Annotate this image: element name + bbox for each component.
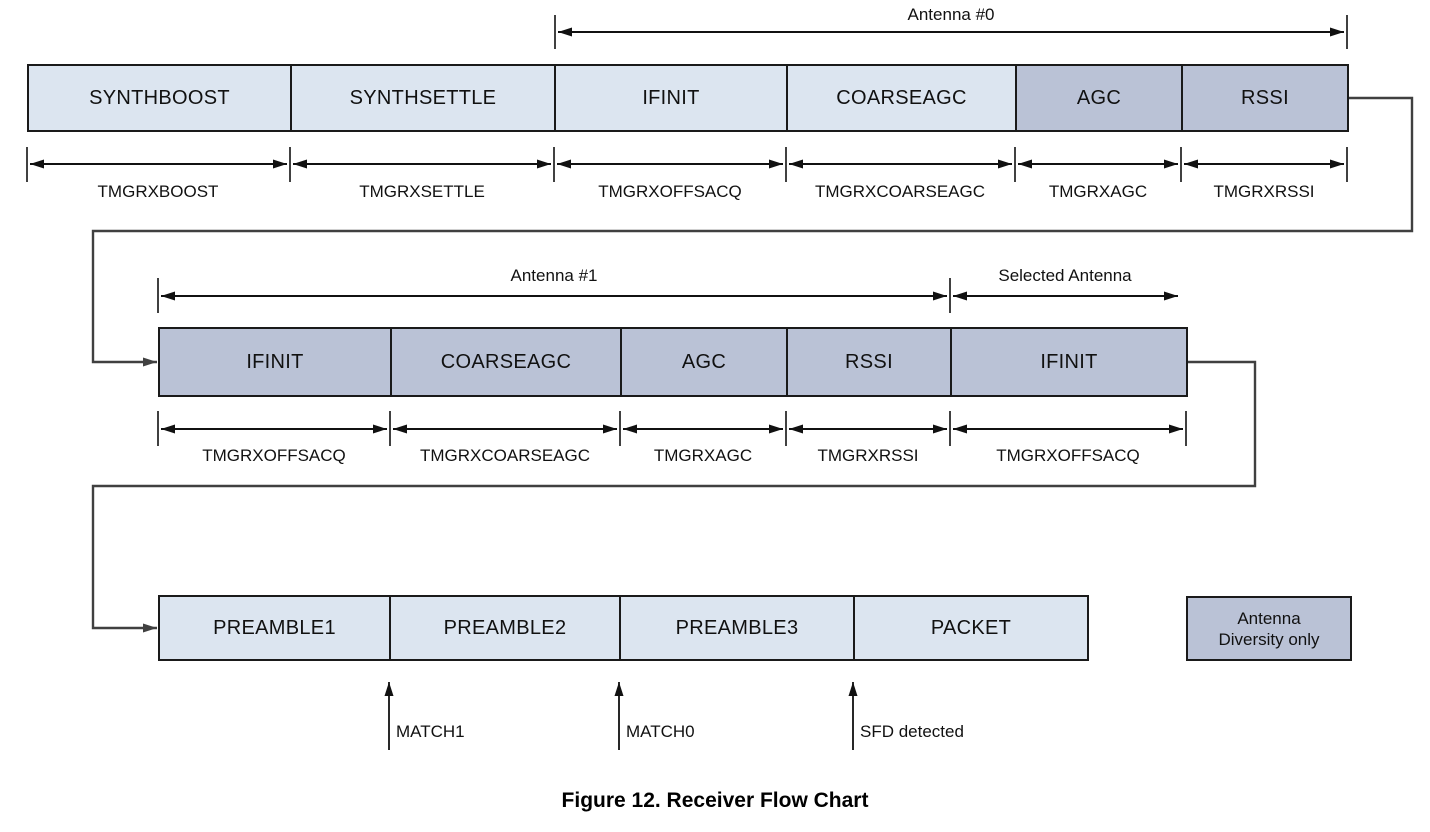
state-box-ifinit-a0: IFINIT: [554, 64, 788, 132]
sfd-detected-label: SFD detected: [860, 722, 964, 741]
state-box-ifinit-selected: IFINIT: [950, 327, 1188, 397]
state-box-preamble3: PREAMBLE3: [619, 595, 855, 661]
timing-label-tmgrxrssi-a1: TMGRXRSSI: [817, 446, 919, 465]
antenna-diversity-legend-line1: Antenna: [1237, 608, 1301, 628]
match1-label: MATCH1: [396, 722, 465, 741]
state-box-rssi-a0: RSSI: [1181, 64, 1349, 132]
timing-label-tmgrxboost: TMGRXBOOST: [97, 182, 219, 201]
timing-label-tmgrxagc-a1: TMGRXAGC: [653, 446, 753, 465]
state-box-synthsettle: SYNTHSETTLE: [290, 64, 556, 132]
state-box-synthboost: SYNTHBOOST: [27, 64, 292, 132]
state-box-agc-a1: AGC: [620, 327, 788, 397]
connector-row1-to-row2: [91, 96, 1414, 367]
timing-label-tmgrxrssi: TMGRXRSSI: [1213, 182, 1315, 201]
figure-caption: Figure 12. Receiver Flow Chart: [561, 789, 869, 812]
state-box-preamble2: PREAMBLE2: [389, 595, 621, 661]
state-box-preamble1: PREAMBLE1: [158, 595, 391, 661]
connector-row2-to-row3: [91, 360, 1257, 633]
timing-label-tmgrxoffsacq: TMGRXOFFSACQ: [598, 182, 742, 201]
timing-label-tmgrxcoarseagc: TMGRXCOARSEAGC: [814, 182, 986, 201]
antenna-diversity-legend-line2: Diversity only: [1218, 629, 1320, 649]
state-box-coarseagc-a0: COARSEAGC: [786, 64, 1017, 132]
state-box-agc-a0: AGC: [1015, 64, 1183, 132]
antenna0-label: Antenna #0: [907, 5, 995, 24]
state-box-ifinit-a1: IFINIT: [158, 327, 392, 397]
antenna-diversity-legend: Antenna Diversity only: [1186, 596, 1352, 661]
timing-label-tmgrxoffsacq-sel: TMGRXOFFSACQ: [996, 446, 1140, 465]
antenna1-label: Antenna #1: [510, 266, 598, 285]
timing-label-tmgrxcoarseagc-a1: TMGRXCOARSEAGC: [419, 446, 591, 465]
selected-antenna-label: Selected Antenna: [998, 266, 1132, 285]
timing-label-tmgrxoffsacq-a1: TMGRXOFFSACQ: [202, 446, 346, 465]
state-box-rssi-a1: RSSI: [786, 327, 952, 397]
state-box-packet: PACKET: [853, 595, 1089, 661]
timing-label-tmgrxagc: TMGRXAGC: [1048, 182, 1148, 201]
match0-label: MATCH0: [626, 722, 695, 741]
state-box-coarseagc-a1: COARSEAGC: [390, 327, 622, 397]
timing-label-tmgrxsettle: TMGRXSETTLE: [359, 182, 485, 201]
